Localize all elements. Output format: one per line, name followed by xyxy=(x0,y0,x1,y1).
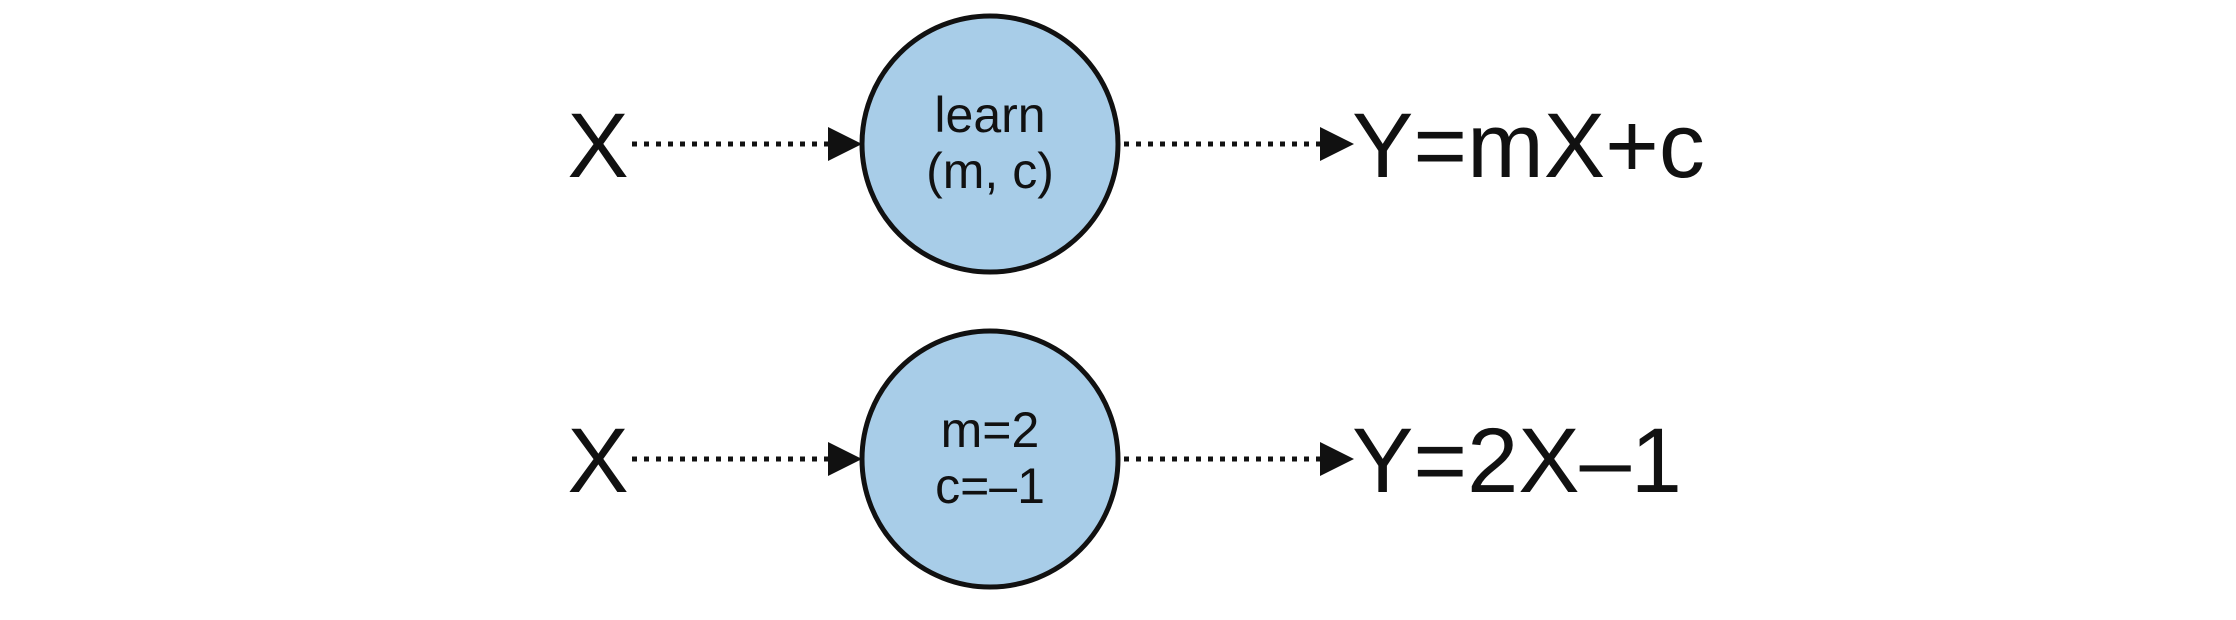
node-line-2: c=–1 xyxy=(935,458,1045,514)
node-line-2: (m, c) xyxy=(926,143,1054,199)
output-formula: Y=mX+c xyxy=(1352,95,1705,197)
node-line-1: m=2 xyxy=(941,402,1040,458)
learn-node xyxy=(859,13,1121,275)
parameter-node xyxy=(859,328,1121,590)
node-line-1: learn xyxy=(934,87,1045,143)
input-label-x: X xyxy=(567,410,628,512)
output-formula: Y=2X–1 xyxy=(1352,410,1682,512)
row-params: X m=2 c=–1 Y=2X–1 xyxy=(567,328,1682,590)
input-label-x: X xyxy=(567,95,628,197)
row-learn: X learn (m, c) Y=mX+c xyxy=(567,13,1705,275)
